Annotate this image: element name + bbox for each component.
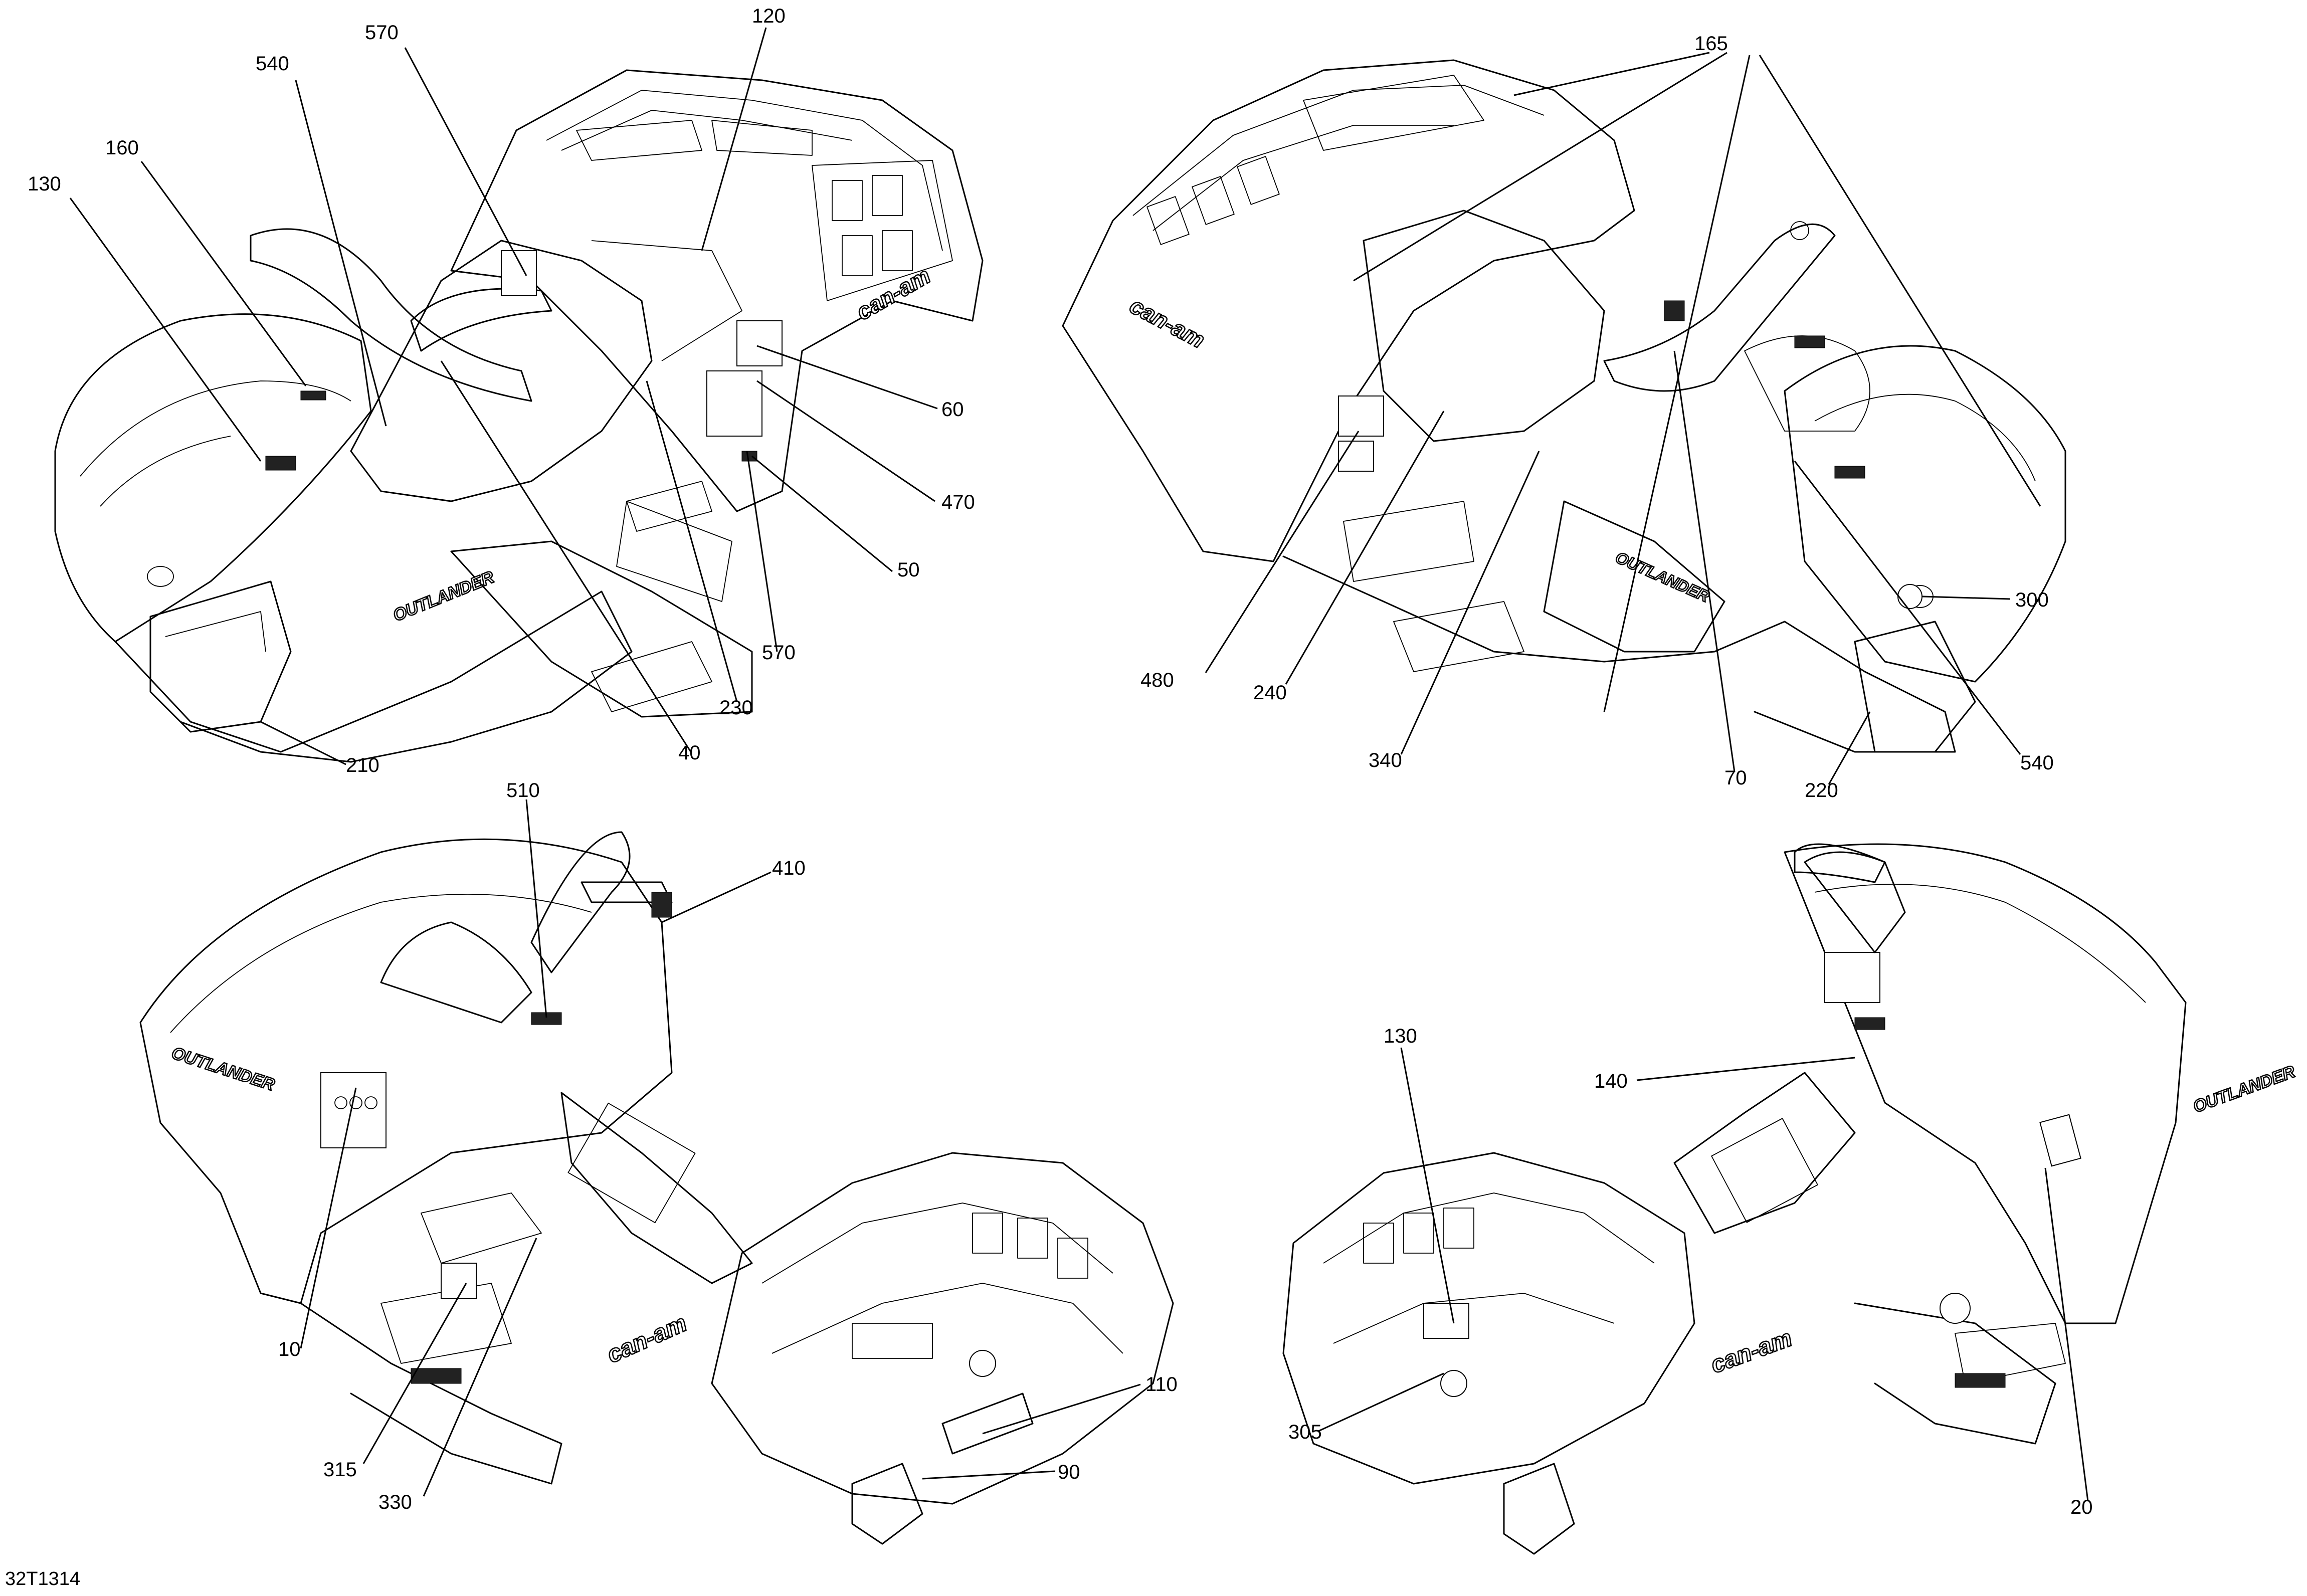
callout-label: 165 bbox=[1694, 33, 1728, 55]
callout-label: 40 bbox=[678, 742, 701, 764]
callout-label: 130 bbox=[28, 173, 61, 195]
callout-label: 160 bbox=[105, 137, 139, 159]
callout-label: 20 bbox=[2070, 1496, 2093, 1518]
callout-label: 540 bbox=[256, 53, 289, 75]
callout-label: 570 bbox=[762, 642, 796, 664]
svg-text:can-am: can-am bbox=[852, 262, 934, 325]
atv-view-rear-right: OUTLANDER can-am bbox=[139, 831, 1174, 1545]
svg-text:can-am: can-am bbox=[1125, 292, 1209, 353]
svg-text:OUTLANDER: OUTLANDER bbox=[391, 567, 497, 625]
callout-label: 60 bbox=[941, 398, 964, 421]
callout-label: 305 bbox=[1288, 1421, 1322, 1443]
atv-view-rear-left: can-am OUTLANDER bbox=[1062, 59, 2066, 753]
svg-text:OUTLANDER: OUTLANDER bbox=[2191, 1062, 2298, 1117]
callout-label: 300 bbox=[2015, 589, 2049, 611]
callout-label: 210 bbox=[346, 754, 379, 776]
svg-text:OUTLANDER: OUTLANDER bbox=[1613, 548, 1712, 606]
document-reference: 32T1314 bbox=[5, 1568, 80, 1589]
atv-view-rear-left-lower: OUTLANDER can-am bbox=[1282, 843, 2298, 1555]
svg-text:can-am: can-am bbox=[1707, 1325, 1796, 1378]
callout-label: 315 bbox=[323, 1459, 357, 1481]
callout-label: 570 bbox=[365, 22, 399, 44]
callout-label: 470 bbox=[941, 491, 975, 513]
callout-label: 540 bbox=[2020, 752, 2054, 774]
callout-label: 220 bbox=[1805, 779, 1838, 802]
callout-label: 230 bbox=[719, 697, 753, 719]
callout-labels: 130 160 540 570 120 60 470 50 570 230 40 210 165 300 4… bbox=[28, 5, 2093, 1518]
callout-label: 140 bbox=[1594, 1070, 1628, 1092]
callout-label: 10 bbox=[278, 1338, 301, 1360]
callout-label: 480 bbox=[1140, 669, 1174, 691]
callout-label: 120 bbox=[752, 5, 786, 27]
callout-label: 330 bbox=[378, 1491, 412, 1513]
callout-label: 130 bbox=[1384, 1025, 1417, 1047]
callout-label: 110 bbox=[1145, 1373, 1178, 1395]
callout-label: 340 bbox=[1369, 749, 1402, 771]
svg-text:OUTLANDER: OUTLANDER bbox=[169, 1043, 277, 1094]
svg-text:can-am: can-am bbox=[603, 1310, 691, 1368]
atv-view-front-left: can-am OUTLANDER bbox=[54, 69, 984, 763]
callout-label: 90 bbox=[1058, 1461, 1080, 1483]
callout-label: 70 bbox=[1724, 767, 1747, 789]
callout-label: 510 bbox=[506, 779, 540, 802]
callout-label: 50 bbox=[897, 559, 920, 581]
callout-label: 410 bbox=[772, 857, 806, 879]
leader-lines bbox=[69, 27, 2089, 1502]
callout-label: 240 bbox=[1253, 682, 1287, 704]
